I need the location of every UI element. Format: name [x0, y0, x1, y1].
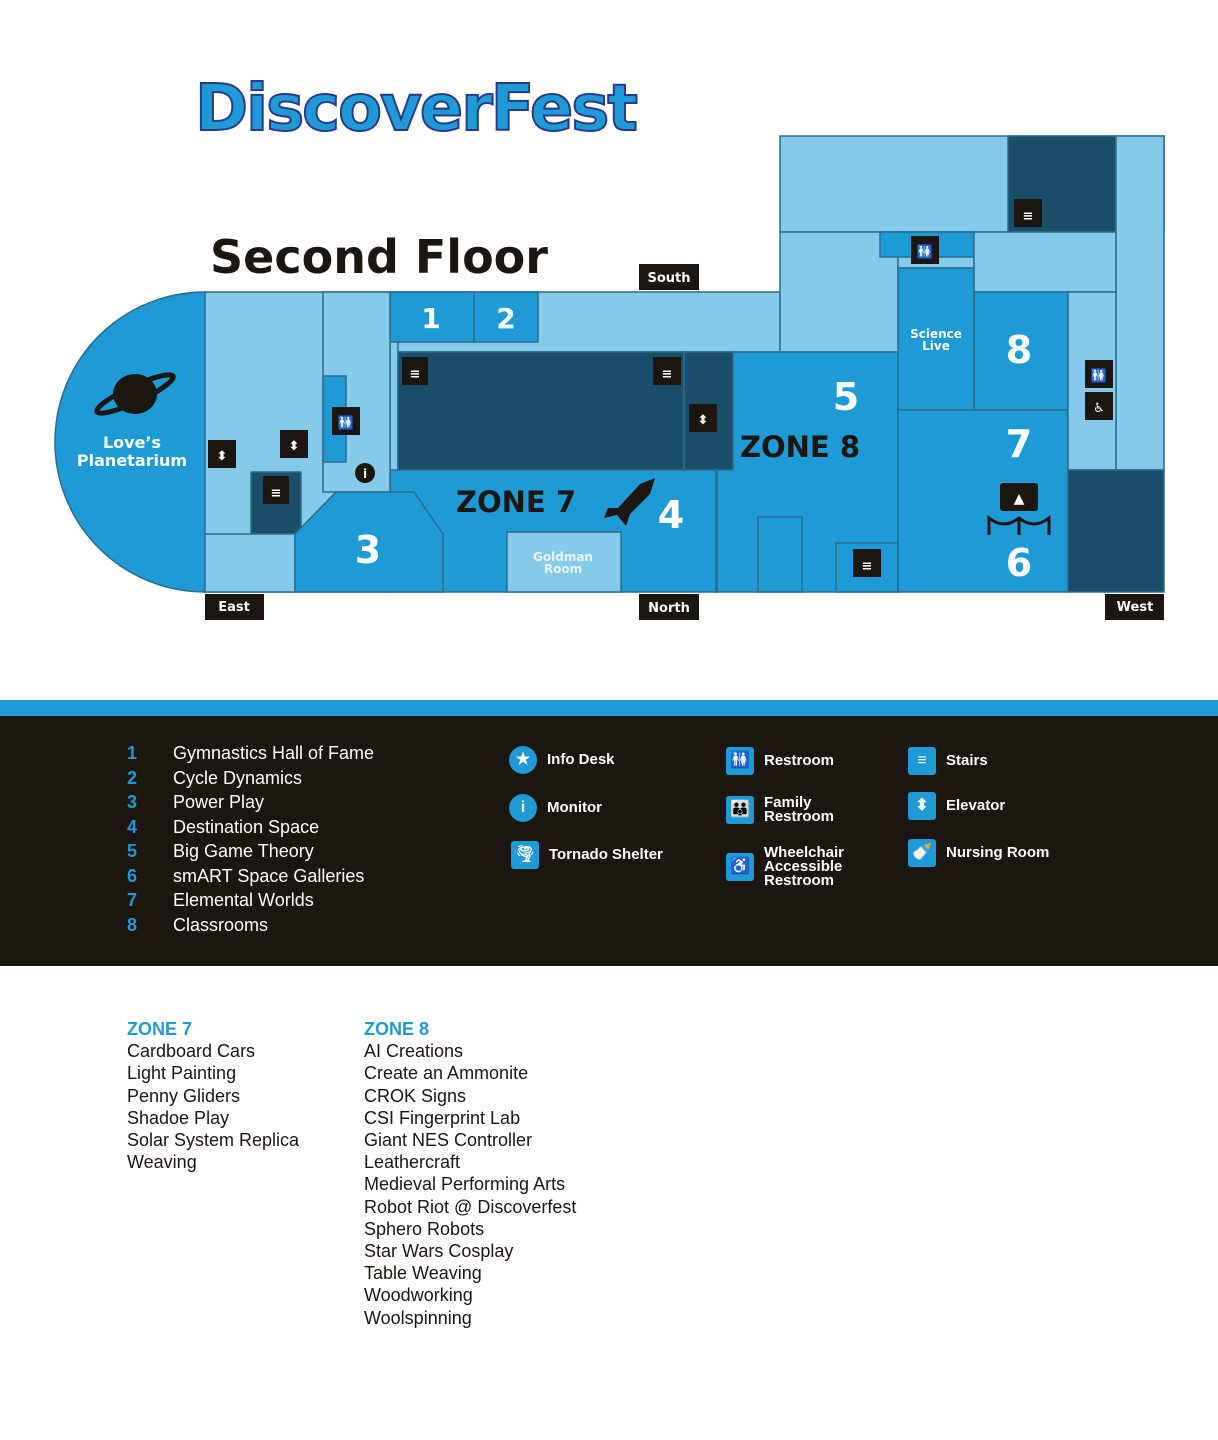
divider-stripe — [0, 700, 1218, 716]
discoverfest-logo: DiscoverFest — [194, 71, 639, 147]
planet-icon — [113, 374, 157, 414]
nursing-icon: 🍼 — [908, 839, 936, 867]
goldman-label: Goldman — [533, 550, 593, 564]
svg-text:♿: ♿ — [1093, 401, 1105, 416]
dark-hall — [397, 351, 685, 471]
legend-tornado: 🌪Tornado Shelter — [511, 841, 663, 869]
svg-text:🚻: 🚻 — [1091, 368, 1107, 384]
north-label: North — [648, 601, 690, 616]
west-label: West — [1117, 600, 1154, 615]
star-icon: ★ — [509, 746, 537, 774]
svg-text:≡: ≡ — [862, 559, 873, 574]
room-5-label: 5 — [833, 375, 859, 419]
planetarium-room — [54, 291, 206, 593]
goldman-label-2: Room — [544, 562, 582, 576]
legend-restroom: 🚻Restroom — [726, 747, 834, 775]
wheelchair-icon — [1085, 392, 1113, 420]
svg-text:⬍: ⬍ — [698, 413, 709, 428]
room-3 — [294, 491, 444, 593]
legend-nursing: 🍼Nursing Room — [908, 839, 1049, 867]
svg-text:≡: ≡ — [410, 367, 421, 382]
svg-text:≡: ≡ — [1023, 209, 1034, 224]
planetarium-label-2: Planetarium — [77, 451, 187, 470]
goldman-room — [506, 531, 622, 593]
svg-text:⬍: ⬍ — [289, 439, 300, 454]
room-6-label: 6 — [1006, 541, 1032, 585]
family-restroom-icon: 👪 — [726, 796, 754, 824]
restroom-icon: 🚻 — [726, 747, 754, 775]
south-label: South — [647, 271, 690, 286]
stairs-icon: ≡ — [908, 747, 936, 775]
legend-panel — [0, 716, 1218, 966]
science-live-label: Science — [910, 327, 962, 341]
room-8-label: 8 — [1006, 328, 1032, 372]
svg-text:▲: ▲ — [1014, 491, 1025, 507]
tornado-icon: 🌪 — [511, 841, 539, 869]
page-title: Second Floor — [210, 230, 548, 284]
zone-8-label: ZONE 8 — [740, 430, 860, 464]
stairs-icon — [263, 199, 1042, 577]
svg-text:🚻: 🚻 — [338, 415, 354, 431]
svg-text:i: i — [363, 467, 367, 481]
planetarium-label: Love’s — [103, 433, 161, 452]
wheelchair-icon: ♿ — [726, 853, 754, 881]
svg-text:≡: ≡ — [662, 367, 673, 382]
room-2-label: 2 — [496, 302, 515, 335]
zone-7-heading: ZONE 7 — [127, 1019, 193, 1039]
rope-barrier-icon — [987, 514, 1051, 535]
svg-text:≡: ≡ — [271, 486, 282, 501]
east-label: East — [218, 600, 250, 615]
zone-8-heading: ZONE 8 — [364, 1019, 430, 1039]
zone-7-label: ZONE 7 — [456, 485, 576, 519]
restroom-icon — [332, 236, 1113, 435]
room-4-label: 4 — [658, 493, 684, 537]
room-2 — [473, 291, 539, 343]
elevator-icon — [208, 404, 717, 468]
legend-elevator: ⬍Elevator — [908, 792, 1005, 820]
svg-text:⬍: ⬍ — [217, 449, 228, 464]
room-1 — [389, 291, 475, 343]
info-monitor-icon — [355, 463, 375, 483]
floor-map: ≡≡≡≡≡ ⬍⬍⬍ 🚻🚻🚻 ♿i ▲ Love’s Planetarium 1 … — [54, 135, 1165, 620]
science-live — [897, 267, 975, 411]
room-6-7 — [897, 409, 1069, 593]
room-1-label: 1 — [421, 302, 440, 335]
elevator-icon: ⬍ — [908, 792, 936, 820]
legend-info-desk: ★Info Desk — [509, 746, 615, 774]
legend-stairs: ≡Stairs — [908, 747, 988, 775]
info-icon: i — [509, 794, 537, 822]
room-7-label: 7 — [1006, 422, 1032, 466]
science-live-label-2: Live — [922, 339, 950, 353]
room-3-label: 3 — [355, 528, 381, 572]
gallery-icon — [1000, 483, 1038, 511]
rocket-icon — [604, 478, 655, 526]
svg-text:🚻: 🚻 — [917, 244, 933, 260]
